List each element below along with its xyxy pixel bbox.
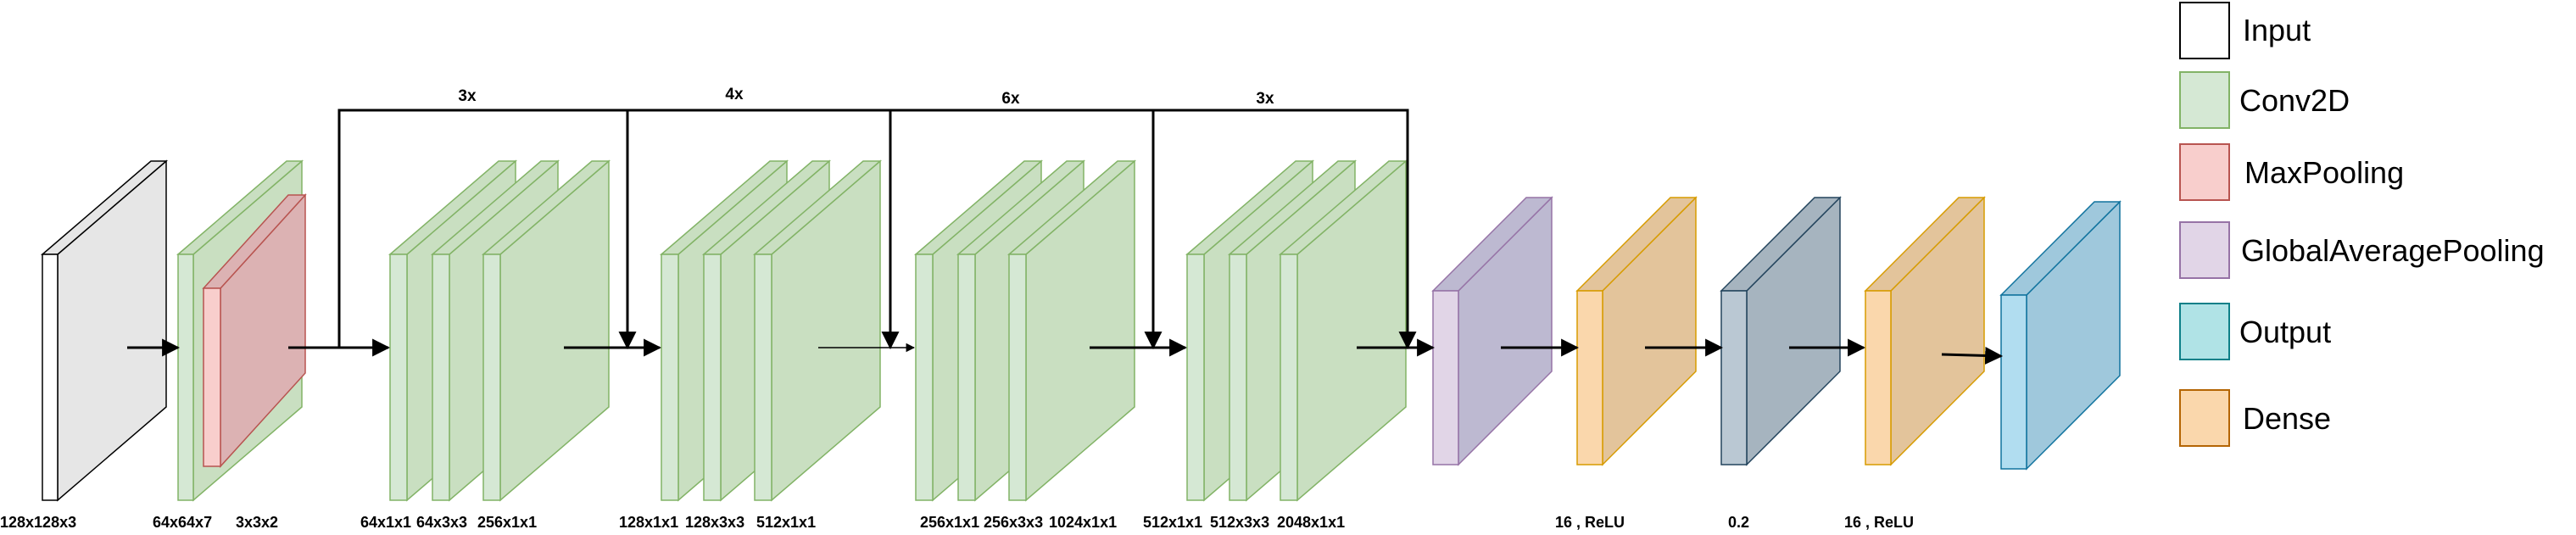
layer-global-avg-pool — [1431, 196, 1553, 466]
layer-dense1-face — [1576, 290, 1603, 465]
legend-swatch-conv — [2179, 71, 2230, 129]
layer-block4-conv2-face — [1229, 254, 1247, 501]
label-conv1: 64x64x7 — [153, 514, 212, 531]
layer-block4-conv3-face — [1280, 254, 1298, 501]
legend-label-output: Output — [2239, 315, 2331, 349]
label-block4-c: 2048x1x1 — [1277, 514, 1345, 531]
layer-block4-conv1-face — [1186, 254, 1205, 501]
legend: Input Conv2D MaxPooling GlobalAveragePoo… — [2179, 2, 2545, 447]
flow-arrows — [127, 109, 2004, 365]
skip-label-1: 3x — [458, 87, 477, 105]
layer-maxpool1-face — [203, 287, 221, 467]
label-block2-a: 128x1x1 — [619, 514, 678, 531]
label-block3-b: 256x3x3 — [984, 514, 1043, 531]
legend-swatch-input — [2179, 2, 2230, 59]
skip-label-4: 3x — [1256, 90, 1274, 108]
label-block1-c: 256x1x1 — [477, 514, 537, 531]
label-block3-c: 1024x1x1 — [1049, 514, 1117, 531]
label-block1-b: 64x3x3 — [416, 514, 467, 531]
arrow-dense2-to-output — [1941, 346, 2004, 365]
layer-block2-conv3-face — [754, 254, 772, 501]
layer-block4-conv3 — [1278, 159, 1408, 502]
layer-input — [40, 159, 169, 502]
label-dropout: 0.2 — [1728, 514, 1749, 531]
legend-label-dense: Dense — [2243, 401, 2331, 436]
legend-swatch-output — [2179, 303, 2230, 360]
layer-maxpool1 — [202, 193, 307, 468]
layer-conv1-face — [177, 254, 194, 501]
layer-block2-conv1-face — [661, 254, 679, 501]
layer-block3-conv1-face — [915, 254, 934, 501]
label-dense1: 16 , ReLU — [1555, 514, 1625, 531]
layer-dense1 — [1575, 196, 1698, 466]
legend-swatch-maxpool — [2179, 143, 2230, 201]
layer-dense2 — [1864, 196, 1986, 466]
layer-block1-conv2-face — [432, 254, 450, 501]
legend-label-gap: GlobalAveragePooling — [2241, 233, 2545, 268]
skip-label-3: 6x — [1001, 90, 1020, 108]
label-pool1: 3x3x2 — [236, 514, 278, 531]
layer-stack — [40, 159, 2122, 502]
layer-block1-conv1-face — [389, 254, 408, 501]
layer-block2-conv3 — [752, 159, 883, 502]
label-block2-b: 128x3x3 — [685, 514, 744, 531]
layer-block3-conv2-face — [957, 254, 976, 501]
layer-output — [1999, 200, 2122, 471]
layer-output-face — [2000, 294, 2027, 470]
label-input: 128x128x3 — [0, 514, 76, 531]
layer-block3-conv3-face — [1008, 254, 1027, 501]
layer-dense2-face — [1865, 290, 1892, 465]
layer-input-face — [42, 254, 59, 501]
layer-block2-conv2-face — [703, 254, 722, 501]
layer-dropout-face — [1720, 290, 1748, 465]
legend-label-input: Input — [2243, 13, 2311, 47]
legend-swatch-gap — [2179, 221, 2230, 279]
skip-connection-4 — [1153, 109, 1417, 350]
label-block2-c: 512x1x1 — [756, 514, 816, 531]
layer-block1-conv3-face — [482, 254, 501, 501]
layer-dropout — [1720, 196, 1842, 466]
layer-block1-conv3 — [481, 159, 611, 502]
skip-label-2: 4x — [725, 86, 744, 103]
layer-global-avg-pool-face — [1432, 290, 1459, 465]
label-dense2: 16 , ReLU — [1844, 514, 1914, 531]
label-block1-a: 64x1x1 — [360, 514, 411, 531]
legend-label-conv: Conv2D — [2239, 83, 2350, 118]
legend-label-maxpool: MaxPooling — [2244, 155, 2404, 190]
legend-swatch-dense — [2179, 389, 2230, 447]
label-block4-a: 512x1x1 — [1143, 514, 1202, 531]
label-block3-a: 256x1x1 — [920, 514, 979, 531]
layer-labels: 128x128x3 64x64x7 3x3x2 64x1x1 64x3x3 25… — [0, 514, 1914, 531]
layer-input-face — [57, 159, 167, 502]
label-block4-b: 512x3x3 — [1210, 514, 1269, 531]
skip-connection-1 — [337, 109, 637, 350]
layer-block3-conv3 — [1006, 159, 1137, 502]
